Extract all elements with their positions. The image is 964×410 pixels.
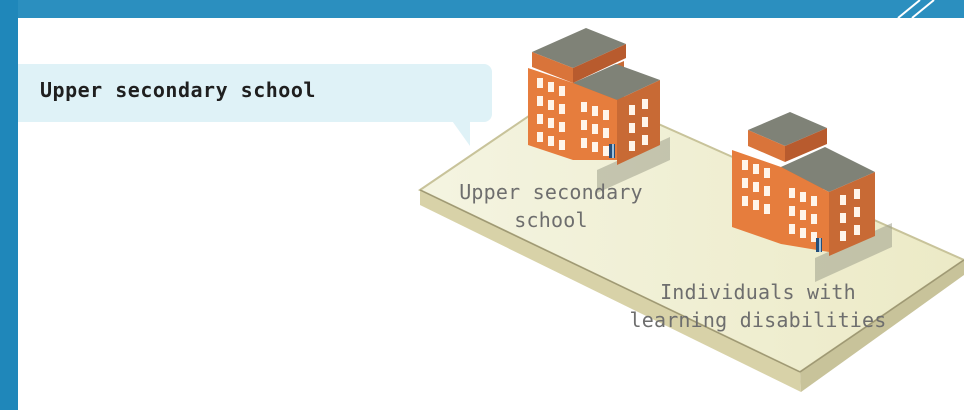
page-title: Upper secondary school: [40, 78, 316, 102]
left-accent-strip: [0, 0, 18, 410]
corner-lines-decoration: [897, 0, 935, 18]
learning-disabilities-label-line1: Individuals with: [660, 280, 856, 304]
upper-secondary-school-label-line2: school: [514, 208, 588, 232]
ground-platform: [417, 84, 964, 392]
building-upper-secondary: [528, 28, 670, 193]
heading-callout: [18, 64, 492, 122]
learning-disabilities-label: Individuals with learning disabilities: [598, 278, 918, 334]
upper-secondary-school-label-line1: Upper secondary: [459, 180, 643, 204]
top-accent-bar: [0, 0, 964, 18]
upper-secondary-school-label: Upper secondary school: [416, 178, 686, 234]
learning-disabilities-label-line2: learning disabilities: [629, 308, 887, 332]
heading-callout-tail: [450, 118, 470, 146]
building-learning-disabilities: [732, 112, 892, 282]
